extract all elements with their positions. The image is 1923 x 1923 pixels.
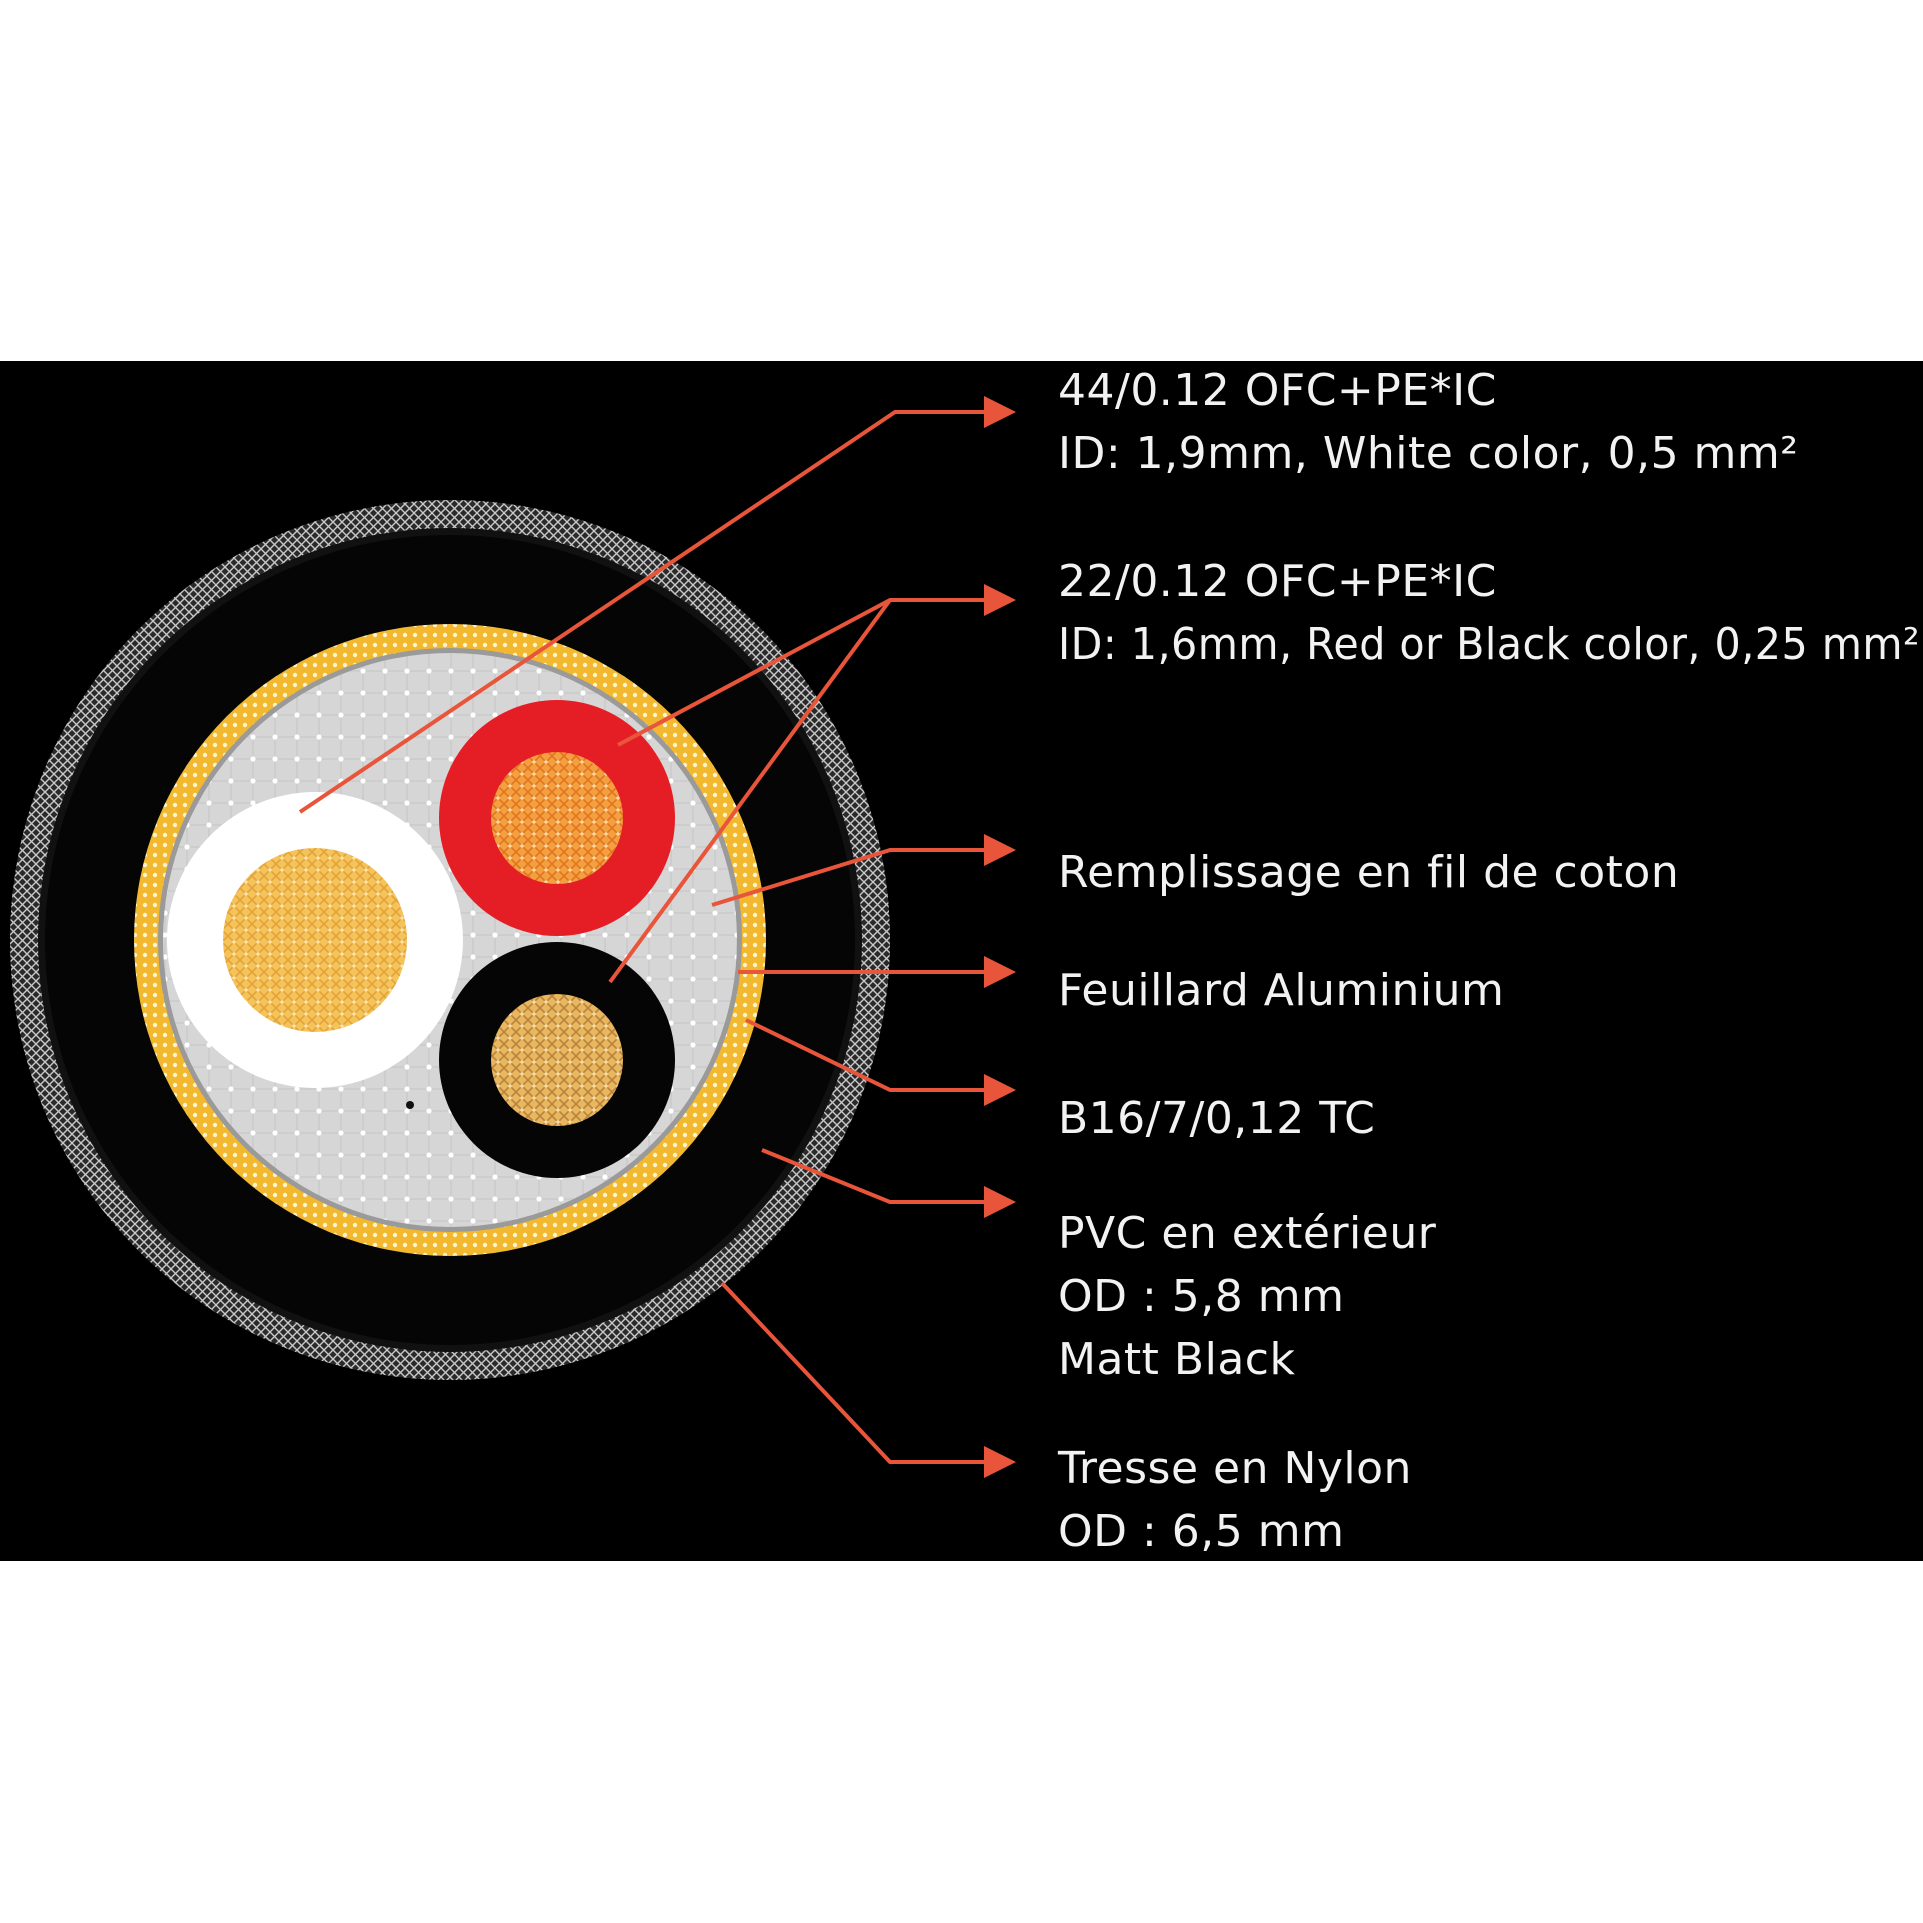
- leader-nylon-braid: [720, 1281, 1016, 1478]
- label-nylon-braid-line2: OD : 6,5 mm: [1058, 1506, 1345, 1557]
- leader-black-conductor: [608, 598, 892, 984]
- label-white-conductor-line2: ID: 1,9mm, White color, 0,5 mm²: [1058, 428, 1798, 479]
- leader-filler: [711, 834, 1016, 907]
- black-conductor: [439, 942, 675, 1178]
- label-nylon-braid-line1: Tresse en Nylon: [1057, 1443, 1412, 1494]
- red-conductor: [439, 700, 675, 936]
- leader-braid-shield: [745, 1018, 1016, 1106]
- leader-lines: [298, 396, 1016, 1478]
- label-filler: Remplissage en fil de coton: [1058, 847, 1679, 898]
- label-white-conductor-line1: 44/0.12 OFC+PE*IC: [1058, 365, 1497, 416]
- label-foil: Feuillard Aluminium: [1058, 965, 1504, 1016]
- leader-white-conductor: [298, 396, 1016, 814]
- label-red-black-conductor-line2: ID: 1,6mm, Red or Black color, 0,25 mm²: [1058, 619, 1920, 670]
- white-conductor: [167, 792, 463, 1088]
- red-copper-core: [491, 752, 623, 884]
- label-pvc-jacket-line3: Matt Black: [1058, 1334, 1295, 1385]
- label-braid-shield: B16/7/0,12 TC: [1058, 1093, 1375, 1144]
- cable-section: [10, 500, 890, 1380]
- filler-dot: [406, 1101, 414, 1109]
- label-pvc-jacket-line1: PVC en extérieur: [1058, 1208, 1437, 1259]
- label-red-black-conductor-line1: 22/0.12 OFC+PE*IC: [1058, 556, 1497, 607]
- leader-pvc-jacket: [761, 1148, 1016, 1218]
- white-copper-core: [223, 848, 407, 1032]
- labels: 44/0.12 OFC+PE*IC ID: 1,9mm, White color…: [1057, 365, 1920, 1557]
- label-pvc-jacket-line2: OD : 5,8 mm: [1058, 1271, 1345, 1322]
- black-copper-core: [491, 994, 623, 1126]
